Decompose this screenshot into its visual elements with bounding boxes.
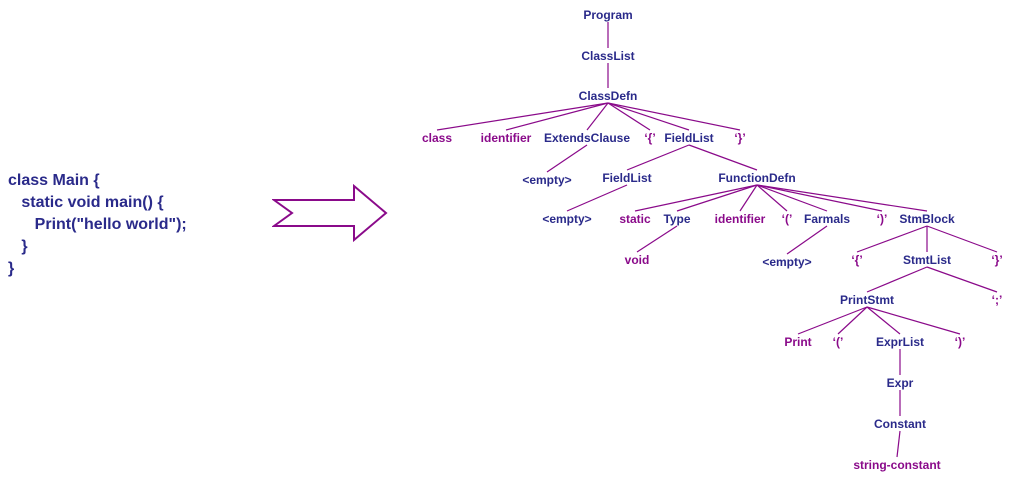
tree-edge bbox=[856, 225, 928, 253]
tree-edge bbox=[756, 184, 928, 212]
tree-node-expr: Expr bbox=[887, 376, 914, 390]
tree-node-classlist: ClassList bbox=[581, 49, 634, 63]
tree-node-class-kw: class bbox=[422, 131, 452, 145]
tree-node-lparen1: ‘(’ bbox=[782, 212, 793, 226]
tree-node-exprlist: ExprList bbox=[876, 335, 924, 349]
tree-node-identifier2: identifier bbox=[715, 212, 766, 226]
tree-edge bbox=[866, 306, 901, 335]
tree-node-stmblock: StmBlock bbox=[899, 212, 955, 226]
code-line: class Main { bbox=[8, 172, 100, 189]
tree-edge bbox=[756, 184, 788, 212]
tree-edge bbox=[837, 306, 868, 335]
tree-node-classdefn: ClassDefn bbox=[579, 89, 638, 103]
tree-node-print-kw: Print bbox=[784, 335, 811, 349]
tree-edge bbox=[866, 266, 928, 293]
tree-edge bbox=[607, 102, 651, 131]
source-code: class Main { static void main() { Print(… bbox=[8, 170, 187, 280]
tree-node-void-kw: void bbox=[625, 253, 650, 267]
tree-node-printstmt: PrintStmt bbox=[840, 293, 894, 307]
tree-node-semicolon: ‘;’ bbox=[992, 293, 1003, 307]
tree-node-empty1: <empty> bbox=[522, 173, 571, 187]
tree-edge bbox=[634, 184, 758, 212]
tree-edge bbox=[505, 102, 609, 131]
tree-node-constant: Constant bbox=[874, 417, 926, 431]
tree-node-rbrace2: ‘}’ bbox=[991, 253, 1002, 267]
tree-edge bbox=[866, 306, 961, 335]
tree-node-stringconstant: string-constant bbox=[853, 458, 940, 472]
tree-node-rparen1: ‘)’ bbox=[877, 212, 888, 226]
tree-edge bbox=[626, 144, 690, 171]
right-arrow-icon bbox=[272, 184, 388, 243]
tree-edge bbox=[926, 266, 998, 293]
tree-node-program: Program bbox=[583, 8, 632, 22]
tree-edge bbox=[566, 184, 628, 212]
tree-edge bbox=[607, 102, 690, 131]
tree-node-empty3: <empty> bbox=[762, 255, 811, 269]
tree-edge bbox=[586, 102, 609, 131]
tree-node-extendsclause: ExtendsClause bbox=[544, 131, 630, 145]
tree-edge bbox=[676, 184, 758, 212]
code-line: } bbox=[8, 260, 15, 277]
tree-node-fieldlist1: FieldList bbox=[664, 131, 713, 145]
tree-node-stmtlist: StmtList bbox=[903, 253, 951, 267]
tree-node-lparen2: ‘(’ bbox=[833, 335, 844, 349]
tree-edges bbox=[436, 22, 998, 458]
tree-edge bbox=[607, 102, 741, 131]
tree-edge bbox=[436, 102, 609, 131]
tree-node-farmals: Farmals bbox=[804, 212, 850, 226]
tree-edge bbox=[756, 184, 883, 212]
tree-node-type: Type bbox=[663, 212, 690, 226]
tree-edge bbox=[756, 184, 828, 212]
tree-edge bbox=[636, 225, 678, 253]
tree-node-rparen2: ‘)’ bbox=[955, 335, 966, 349]
tree-node-static-kw: static bbox=[619, 212, 651, 226]
tree-node-functiondefn: FunctionDefn bbox=[718, 171, 795, 185]
tree-edge bbox=[786, 225, 828, 255]
tree-edge bbox=[797, 306, 868, 335]
code-line: static void main() { bbox=[8, 194, 164, 211]
tree-node-empty2: <empty> bbox=[542, 212, 591, 226]
tree-edge bbox=[739, 184, 758, 212]
tree-node-lbrace2: ‘{’ bbox=[851, 253, 862, 267]
tree-node-rbrace1: ‘}’ bbox=[734, 131, 745, 145]
code-line: } bbox=[8, 238, 28, 255]
code-line: Print("hello world"); bbox=[8, 216, 187, 233]
tree-edge bbox=[688, 144, 758, 171]
tree-node-identifier1: identifier bbox=[481, 131, 532, 145]
tree-node-lbrace1: ‘{’ bbox=[644, 131, 655, 145]
tree-edge bbox=[926, 225, 998, 253]
tree-edge bbox=[896, 430, 901, 458]
tree-edge bbox=[546, 144, 588, 173]
tree-node-fieldlist2: FieldList bbox=[602, 171, 651, 185]
